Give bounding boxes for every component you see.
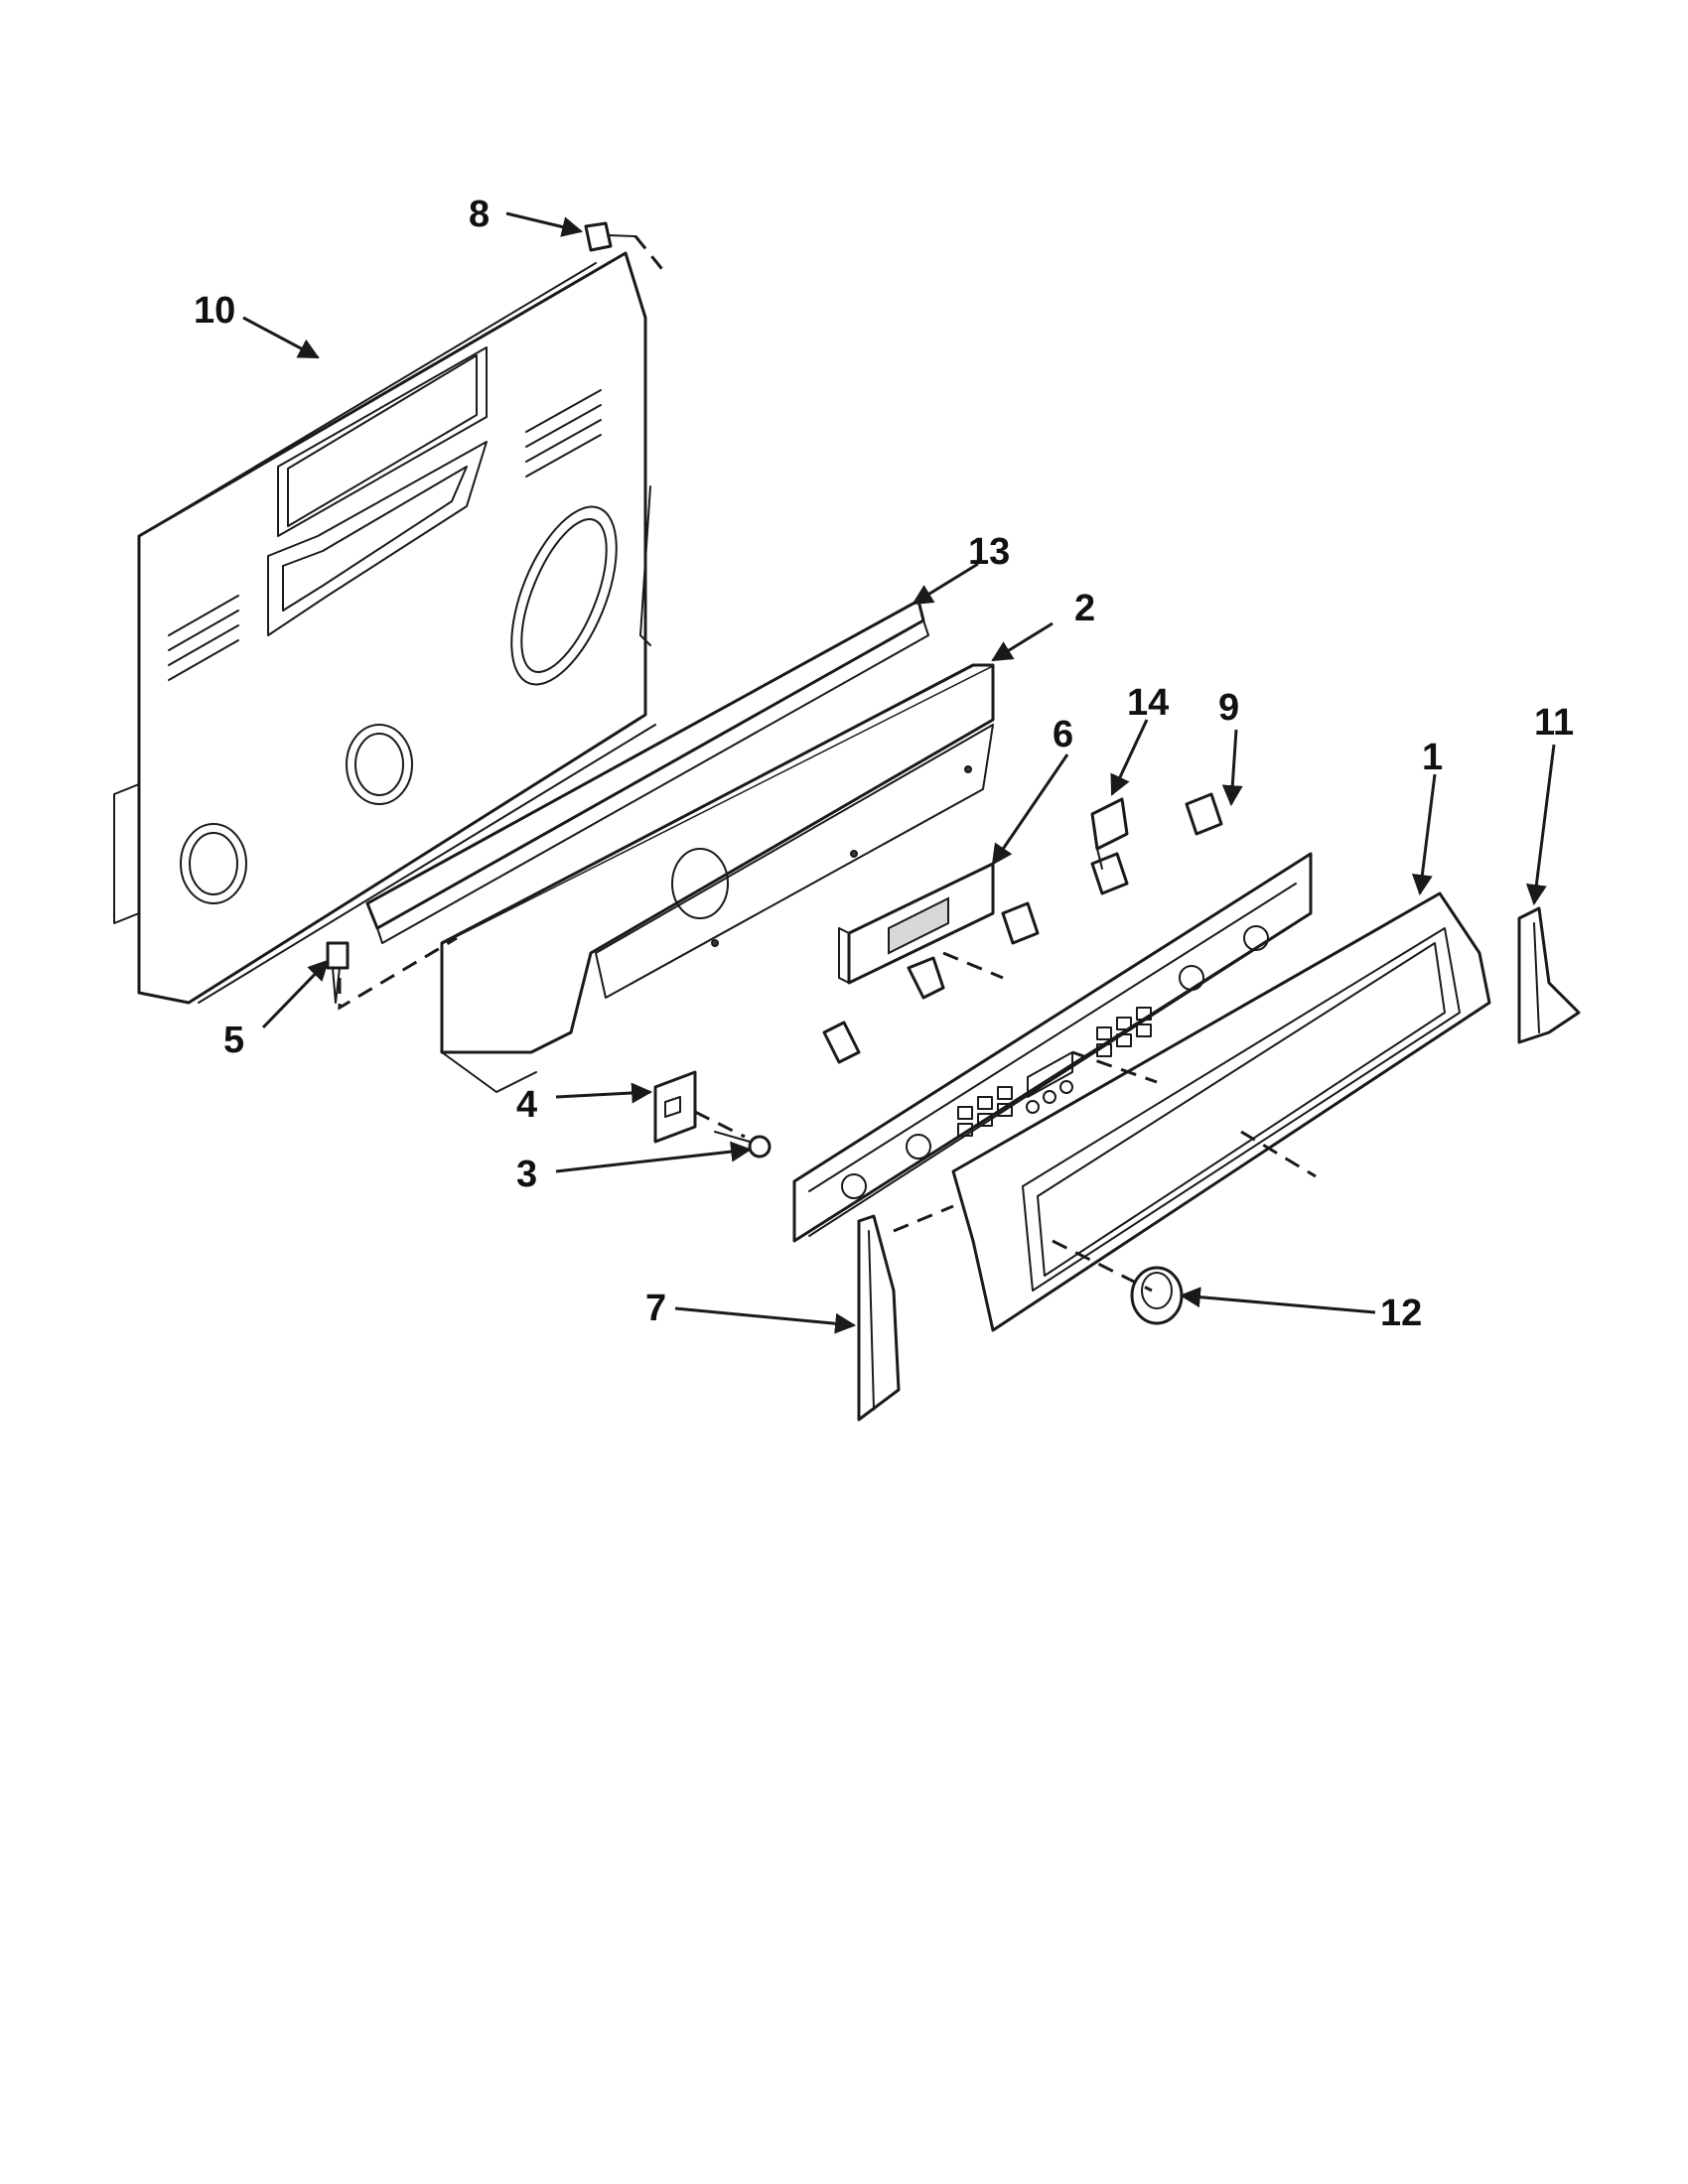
screw-part-3 [714, 1131, 772, 1159]
left-end-bracket-part-7 [857, 1214, 901, 1422]
callout-7: 7 [645, 1288, 666, 1329]
callout-2: 2 [1074, 588, 1095, 629]
control-board-part-6 [838, 862, 995, 985]
knob-part-12 [1130, 1266, 1184, 1325]
callout-9: 9 [1218, 687, 1239, 729]
callout-11: 11 [1534, 702, 1574, 744]
control-console-part-9 [792, 792, 1313, 1243]
callout-3: 3 [516, 1154, 537, 1195]
callout-4: 4 [516, 1084, 537, 1126]
right-end-bracket-part-11 [1517, 906, 1581, 1044]
channel-strip-part-13 [365, 599, 929, 944]
rear-panel-part-10 [113, 251, 656, 1005]
callout-14: 14 [1127, 682, 1169, 724]
clip-part-14 [1090, 797, 1129, 870]
callout-1: 1 [1422, 737, 1443, 778]
bracket-panel-part-2 [440, 663, 995, 1093]
callout-10: 10 [194, 290, 235, 332]
console-frame-part-1 [951, 891, 1491, 1332]
callout-labels: 8 10 13 2 6 14 9 1 11 5 4 3 7 12 [194, 194, 1574, 1334]
callout-8: 8 [469, 194, 490, 235]
assembly-dashed-lines [338, 235, 1317, 1293]
callout-13: 13 [968, 531, 1010, 573]
screw-part-5 [326, 941, 350, 1004]
callout-6: 6 [1053, 714, 1073, 755]
callout-12: 12 [1380, 1293, 1422, 1334]
callout-arrows [242, 211, 1556, 1334]
switch-block-part-4 [653, 1070, 697, 1144]
screw-part-8 [584, 221, 636, 252]
callout-5: 5 [223, 1020, 244, 1061]
